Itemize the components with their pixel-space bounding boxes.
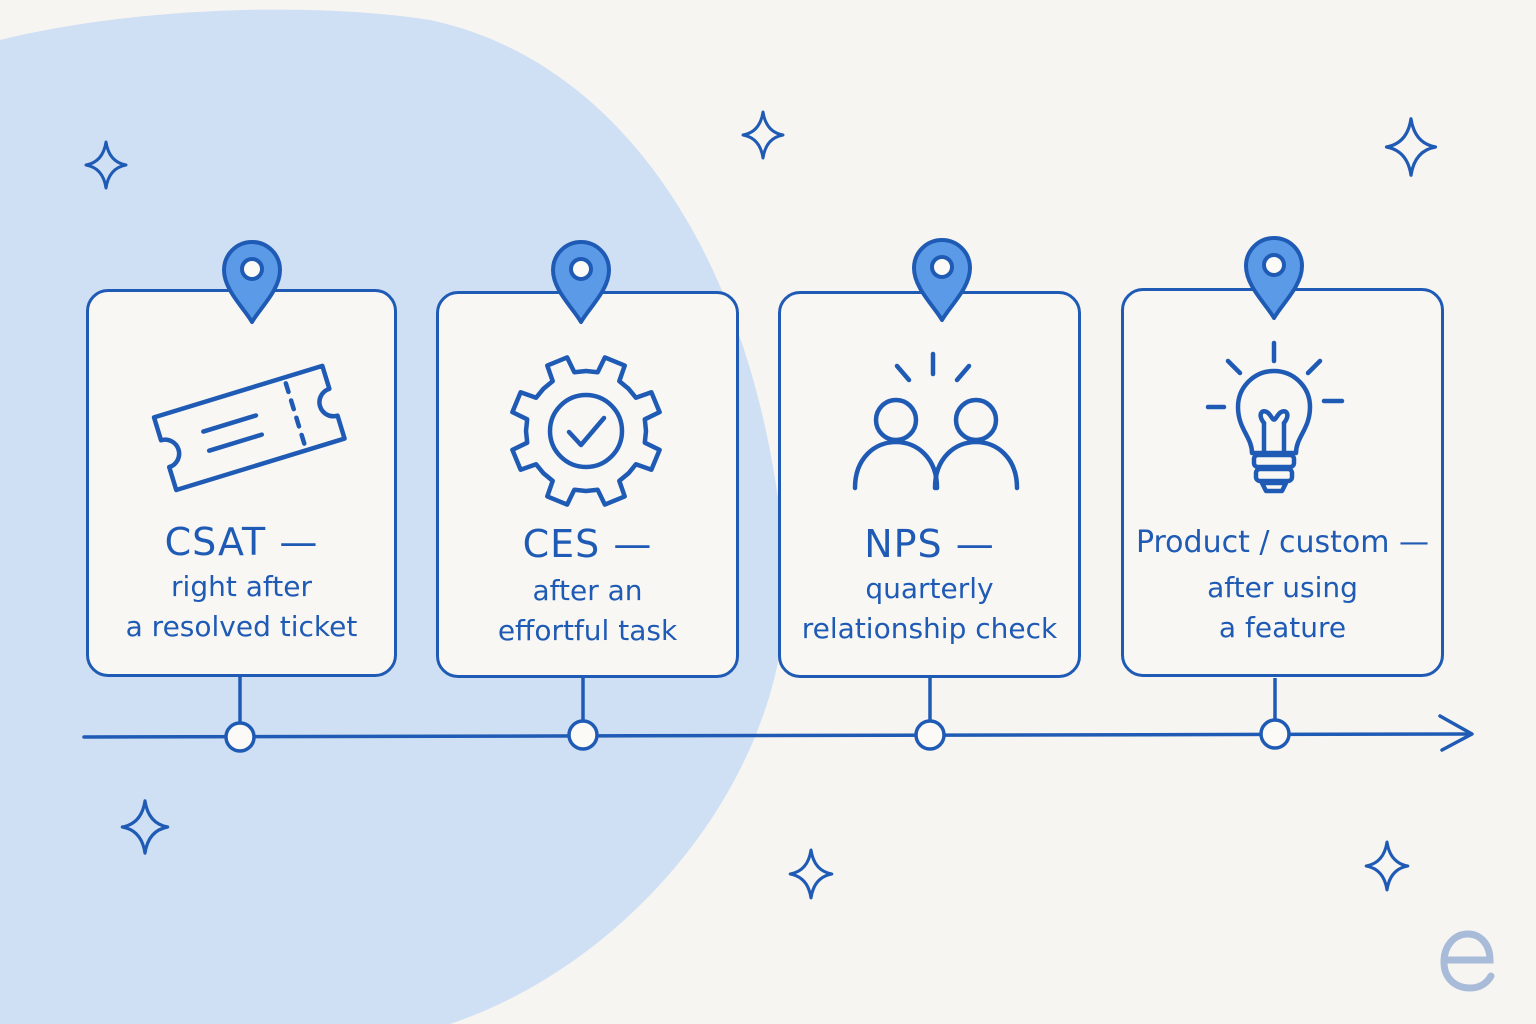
timeline-node-nps xyxy=(914,719,946,751)
stage-card-nps: NPS — quarterly relationship check xyxy=(778,291,1081,678)
location-pin-icon xyxy=(912,238,972,322)
sparkle-icon xyxy=(1384,117,1438,177)
location-pin-icon xyxy=(551,240,611,324)
timeline-node-csat xyxy=(224,721,256,753)
location-pin-icon xyxy=(222,240,282,324)
stage-card-csat: CSAT — right after a resolved ticket xyxy=(86,289,397,677)
stage-description-line: after using xyxy=(1207,571,1358,604)
sparkle-icon xyxy=(1364,840,1410,892)
stage-description-line: a feature xyxy=(1218,611,1347,644)
lightbulb-icon xyxy=(1205,340,1345,494)
stage-description-line: effortful task xyxy=(497,614,678,647)
e-logo-icon xyxy=(1440,930,1495,992)
stage-title: CES — xyxy=(522,522,653,566)
location-pin-icon xyxy=(1244,236,1304,320)
sparkle-icon xyxy=(741,110,785,160)
sparkle-icon xyxy=(788,848,834,900)
ticket-icon xyxy=(151,363,347,493)
stage-description-line: a resolved ticket xyxy=(125,610,358,643)
stage-description-line: after an xyxy=(532,574,643,607)
stage-title: Product / custom — xyxy=(1135,525,1430,560)
stage-description-line: quarterly xyxy=(865,572,994,605)
sparkle-icon xyxy=(120,799,170,855)
gear-check-icon xyxy=(510,355,662,507)
people-icon xyxy=(852,351,1020,491)
stage-title: NPS — xyxy=(864,522,995,566)
stage-description-line: right after xyxy=(171,570,312,603)
timeline-node-product xyxy=(1259,718,1291,750)
stage-card-ces: CES — after an effortful task xyxy=(436,291,739,678)
timeline-arrowhead-icon xyxy=(1438,714,1474,752)
sparkle-icon xyxy=(84,140,128,190)
stage-card-product: Product / custom — after using a feature xyxy=(1121,288,1444,677)
stage-title: CSAT — xyxy=(164,520,319,564)
timeline-node-ces xyxy=(567,719,599,751)
stage-description-line: relationship check xyxy=(801,612,1058,645)
